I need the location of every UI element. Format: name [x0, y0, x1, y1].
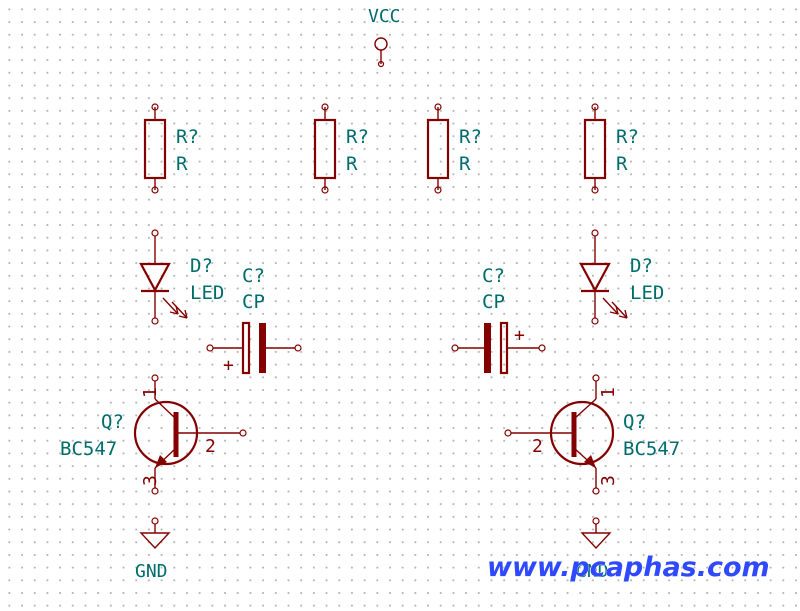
c1-pin-right — [294, 344, 302, 352]
r2-pin-top — [321, 103, 329, 111]
d2-pin-cathode — [591, 317, 599, 325]
c1-plate-positive — [241, 321, 251, 375]
c2-polarity-mark: + — [514, 325, 525, 346]
q1-collector-pin — [151, 374, 159, 382]
q2-value: BC547 — [623, 438, 680, 460]
d1-light-arrows-icon — [162, 297, 188, 319]
r1-pin-top — [151, 103, 159, 111]
c1-pin-left — [206, 344, 214, 352]
transistor-q2[interactable]: 1 2 3 Q? BC547 — [504, 374, 680, 495]
q1-value: BC547 — [60, 438, 117, 460]
r2-ref: R? — [346, 126, 369, 148]
r2-pin-bottom — [321, 186, 329, 194]
d1-value: LED — [190, 282, 224, 304]
c2-value: CP — [482, 291, 505, 313]
q1-collector-line — [154, 398, 177, 420]
q1-emitter-arrow-icon — [155, 455, 167, 468]
d1-pin-anode — [151, 229, 159, 237]
resistor-r2[interactable]: R? R — [313, 103, 369, 194]
q2-pin3-num: 3 — [598, 475, 619, 486]
capacitor-c2[interactable]: + C? CP — [451, 265, 546, 375]
r3-ref: R? — [459, 126, 482, 148]
r3-pin-bottom — [434, 186, 442, 194]
q2-collector-pin — [592, 374, 600, 382]
q1-pin3-num: 3 — [140, 475, 161, 486]
gnd-power-symbol-left[interactable]: GND — [135, 517, 171, 582]
c2-pin-left — [451, 344, 459, 352]
q1-pin1-num: 1 — [140, 387, 161, 398]
gnd2-pin — [592, 517, 600, 525]
c2-plate-positive — [499, 321, 509, 375]
led-d2[interactable]: D? LED — [579, 229, 664, 325]
r1-pin-bottom — [151, 186, 159, 194]
r2-body — [313, 118, 337, 180]
resistor-r4[interactable]: R? R — [583, 103, 639, 194]
gnd1-triangle-icon — [139, 532, 171, 550]
q2-emitter-arrow-icon — [584, 455, 596, 468]
r1-value: R — [176, 153, 188, 175]
vcc-port-circle — [374, 37, 388, 51]
q2-pin2-num: 2 — [532, 436, 543, 457]
resistor-r3[interactable]: R? R — [426, 103, 482, 194]
d2-ref: D? — [630, 255, 653, 277]
c1-ref: C? — [242, 265, 265, 287]
watermark-text: www.pcaphas.com — [487, 552, 770, 583]
d1-triangle — [139, 262, 171, 293]
d2-light-arrows-icon — [602, 297, 628, 319]
d1-pin-cathode — [151, 317, 159, 325]
q1-base-pin — [239, 429, 247, 437]
q2-emitter-pin — [592, 487, 600, 495]
gnd-power-symbol-right[interactable]: GND — [576, 517, 612, 582]
q1-emitter-pin — [151, 487, 159, 495]
gnd2-triangle-icon — [580, 532, 612, 550]
r4-ref: R? — [616, 126, 639, 148]
r4-value: R — [616, 153, 628, 175]
q1-pin2-num: 2 — [205, 436, 216, 457]
r4-pin-bottom — [591, 186, 599, 194]
r2-value: R — [346, 153, 358, 175]
d2-triangle — [579, 262, 611, 293]
resistor-r1[interactable]: R? R — [143, 103, 199, 194]
c2-ref: C? — [482, 265, 505, 287]
d2-pin-anode — [591, 229, 599, 237]
vcc-power-symbol[interactable]: VCC — [368, 6, 401, 68]
led-d1[interactable]: D? LED — [139, 229, 224, 325]
r4-pin-top — [591, 103, 599, 111]
d2-value: LED — [630, 282, 664, 304]
c1-polarity-mark: + — [223, 355, 234, 376]
r1-body — [143, 118, 167, 180]
r1-ref: R? — [176, 126, 199, 148]
q1-ref: Q? — [101, 411, 124, 433]
vcc-label: VCC — [368, 6, 401, 27]
q2-base-pin — [504, 429, 512, 437]
q2-ref: Q? — [623, 411, 646, 433]
q2-pin1-num: 1 — [598, 387, 619, 398]
capacitor-c1[interactable]: + C? CP — [206, 265, 302, 376]
r3-pin-top — [434, 103, 442, 111]
d1-ref: D? — [190, 255, 213, 277]
q2-collector-line — [573, 398, 597, 420]
c1-plate-negative — [259, 323, 266, 373]
r3-value: R — [459, 153, 471, 175]
gnd1-pin — [151, 517, 159, 525]
transistor-q1[interactable]: 1 2 3 Q? BC547 — [60, 374, 247, 495]
vcc-pin-end — [377, 60, 385, 68]
c2-plate-negative — [484, 323, 491, 373]
c1-value: CP — [242, 291, 265, 313]
r4-body — [583, 118, 607, 180]
r3-body — [426, 118, 450, 180]
gnd2-label: GND — [576, 561, 609, 582]
gnd1-label: GND — [135, 561, 168, 582]
c2-pin-right — [538, 344, 546, 352]
